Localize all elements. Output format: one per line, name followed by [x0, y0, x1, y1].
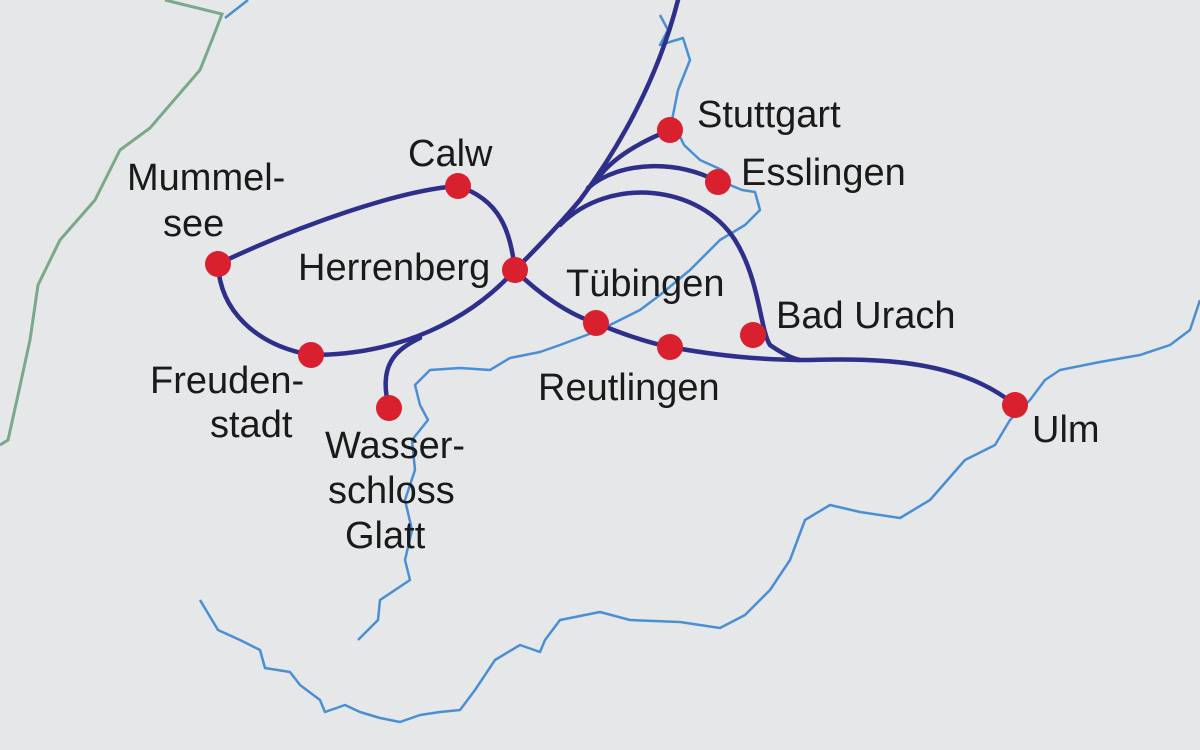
- city-marker-reutlingen[interactable]: [657, 334, 683, 360]
- route-herrenberg-calw-mummelsee: [215, 183, 518, 273]
- routes: [215, 0, 1018, 411]
- route-loop-bad-urach: [557, 190, 803, 363]
- label-tuebingen: Tübingen: [566, 263, 724, 305]
- label-wasserschloss-line2: schloss: [328, 470, 455, 512]
- city-marker-wasserschloss[interactable]: [376, 395, 402, 421]
- city-marker-mummelsee[interactable]: [205, 251, 231, 277]
- river-neckar-upper: [224, 0, 249, 19]
- label-stuttgart: Stuttgart: [697, 94, 841, 136]
- route-freudenstadt-herrenberg: [308, 267, 518, 358]
- label-wasserschloss-line3: Glatt: [345, 515, 426, 557]
- city-marker-herrenberg[interactable]: [502, 257, 528, 283]
- city-marker-stuttgart[interactable]: [657, 117, 683, 143]
- label-wasserschloss-line1: Wasser-: [325, 425, 465, 467]
- label-calw: Calw: [408, 133, 493, 175]
- city-marker-ulm[interactable]: [1002, 392, 1028, 418]
- state-border: [0, 0, 225, 447]
- label-mummelsee-line2: see: [163, 203, 224, 245]
- city-marker-freudenstadt[interactable]: [298, 342, 324, 368]
- city-markers: [205, 117, 1028, 421]
- label-freudenstadt-line1: Freuden-: [150, 360, 304, 402]
- label-herrenberg: Herrenberg: [298, 247, 490, 289]
- label-freudenstadt-line2: stadt: [210, 404, 293, 446]
- route-herrenberg-ulm: [512, 267, 1018, 408]
- label-reutlingen: Reutlingen: [538, 367, 720, 409]
- route-mummelsee-freudenstadt: [215, 261, 314, 358]
- city-marker-bad-urach[interactable]: [740, 322, 766, 348]
- route-branch-esslingen: [585, 163, 721, 191]
- label-esslingen: Esslingen: [741, 152, 906, 194]
- city-marker-calw[interactable]: [445, 173, 471, 199]
- city-labels: Stuttgart Esslingen Calw Mummel- see Her…: [127, 94, 1100, 557]
- city-marker-esslingen[interactable]: [705, 169, 731, 195]
- label-bad-urach: Bad Urach: [776, 295, 956, 337]
- city-marker-tuebingen[interactable]: [583, 310, 609, 336]
- label-mummelsee-line1: Mummel-: [127, 157, 285, 199]
- label-ulm: Ulm: [1032, 409, 1100, 451]
